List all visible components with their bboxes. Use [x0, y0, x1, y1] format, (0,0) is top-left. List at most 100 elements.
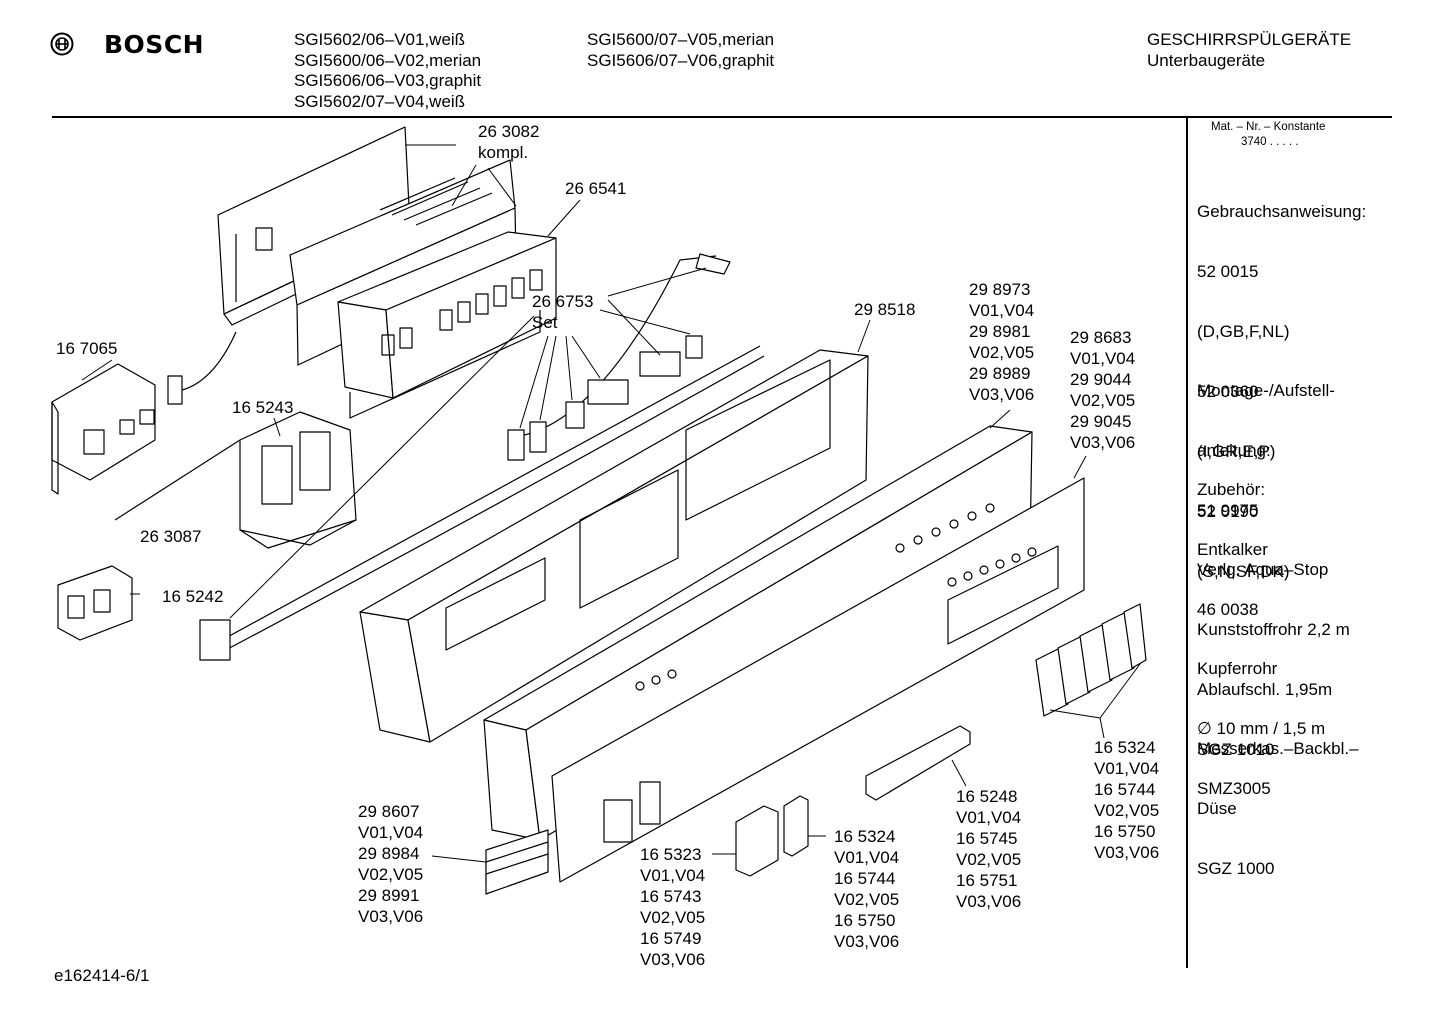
label-line: V02,V05	[834, 890, 900, 909]
label-line: V01,V04	[358, 823, 424, 842]
label-298683: 29 8683 V01,V04 29 9044 V02,V05 29 9045 …	[1070, 327, 1135, 453]
foil-stack	[485, 829, 549, 895]
trim-strip	[865, 725, 971, 801]
sidebar-line: 52 0190	[1197, 502, 1259, 521]
label-line: V01,V04	[969, 301, 1035, 320]
model-line: SGI5606/06–V03,graphit	[294, 71, 482, 90]
label-line: 29 8981	[969, 322, 1031, 341]
model-line: SGI5602/06–V01,weiß	[294, 30, 466, 49]
label-line: 29 8607	[358, 802, 420, 821]
label-line: 26 3087	[140, 527, 202, 546]
label-line: V01,V04	[1070, 349, 1136, 368]
label-line: 16 5324	[1094, 738, 1156, 757]
label-line: 16 5744	[834, 869, 896, 888]
model-line: SGI5600/06–V02,merian	[294, 50, 482, 70]
label-line: 29 8989	[969, 364, 1031, 383]
label-line: 16 5743	[640, 887, 702, 906]
label-line: V03,V06	[969, 385, 1035, 404]
label-line: 16 5751	[956, 871, 1018, 890]
sidebar-line: anleitung:	[1197, 441, 1271, 460]
label-165324-right: 16 5324 V01,V04 16 5744 V02,V05 16 5750 …	[1094, 737, 1159, 863]
label-line: Set	[532, 313, 558, 332]
display-module	[51, 363, 156, 495]
label-line: V02,V05	[1070, 391, 1136, 410]
sidebar-line: Entkalker	[1197, 540, 1268, 559]
label-line: 16 5745	[956, 829, 1018, 848]
sidebar-line: SGZ 1010	[1197, 740, 1275, 759]
label-line: V02,V05	[640, 908, 706, 927]
label-line: V01,V04	[1094, 759, 1160, 778]
label-line: 16 5243	[232, 398, 294, 417]
label-line: 16 5750	[834, 911, 896, 930]
label-line: 29 8984	[358, 844, 420, 863]
label-line: 16 5744	[1094, 780, 1156, 799]
subcategory-title: Unterbaugeräte	[1147, 50, 1266, 70]
label-line: 26 3082	[478, 122, 540, 141]
label-298607: 29 8607 V01,V04 29 8984 V02,V05 29 8991 …	[358, 801, 423, 927]
sidebar-line: ∅ 10 mm / 1,5 m	[1197, 719, 1326, 738]
model-list-2: SGI5600/07–V05,merian SGI5606/07–V06,gra…	[587, 30, 774, 71]
label-line: V02,V05	[358, 865, 424, 884]
label-line: V01,V04	[640, 866, 706, 885]
label-line: V02,V05	[1094, 801, 1160, 820]
label-266753: 26 6753 Set	[532, 291, 593, 333]
sidebar-line: Kunststoffrohr 2,2 m	[1197, 620, 1350, 639]
label-165323: 16 5323 V01,V04 16 5743 V02,V05 16 5749 …	[640, 844, 705, 970]
label-line: V03,V06	[834, 932, 900, 951]
sidebar-line: Düse	[1197, 799, 1237, 818]
label-line: V03,V06	[1094, 843, 1160, 862]
label-line: 26 6753	[532, 292, 594, 311]
label-line: V01,V04	[956, 808, 1022, 827]
sidebar-line: Zubehör:	[1197, 480, 1266, 499]
sidebar-block-zubehoer: Zubehör: Entkalker 46 0038	[1197, 440, 1268, 640]
label-167065: 16 7065	[56, 338, 117, 359]
model-line: SGI5602/07–V04,weiß	[294, 91, 466, 111]
label-263082: 26 3082 kompl.	[478, 121, 539, 163]
model-line: SGI5600/07–V05,merian	[587, 30, 775, 49]
rod	[114, 439, 241, 521]
label-line: V01,V04	[834, 848, 900, 867]
sidebar-line: 51 9975	[1197, 501, 1259, 520]
label-line: 29 8973	[969, 280, 1031, 299]
sidebar-block-kupfer: Kupferrohr ∅ 10 mm / 1,5 m SMZ3005	[1197, 619, 1325, 819]
label-line: V02,V05	[969, 343, 1035, 362]
bosch-logo-icon	[50, 32, 74, 56]
label-165248: 16 5248 V01,V04 16 5745 V02,V05 16 5751 …	[956, 786, 1021, 912]
sidebar-line: SMZ3005	[1197, 779, 1271, 798]
label-298973: 29 8973 V01,V04 29 8981 V02,V05 29 8989 …	[969, 279, 1034, 405]
sidebar-block-gebrauch: Gebrauchsanweisung: 52 0015 (D,GB,F,NL) …	[1197, 162, 1366, 602]
sidebar-line: Messerkas.–Backbl.–	[1197, 739, 1359, 758]
label-165324-mid: 16 5324 V01,V04 16 5744 V02,V05 16 5750 …	[834, 826, 899, 952]
label-line: V02,V05	[956, 850, 1022, 869]
exploded-view-drawing	[51, 126, 1147, 895]
label-298518: 29 8518	[854, 299, 915, 320]
label-line: 16 5324	[834, 827, 896, 846]
label-line: 16 5749	[640, 929, 702, 948]
label-line: kompl.	[478, 143, 529, 162]
button-panel	[337, 231, 557, 419]
model-line: SGI5606/07–V06,graphit	[587, 50, 775, 70]
label-line: 16 5750	[1094, 822, 1156, 841]
label-263087: 26 3087	[140, 526, 201, 547]
label-line: 16 7065	[56, 339, 118, 358]
sidebar-line: 46 0038	[1197, 600, 1259, 619]
label-line: 16 5323	[640, 845, 702, 864]
sidebar-line: Montage-/Aufstell-	[1197, 381, 1335, 400]
label-line: V03,V06	[358, 907, 424, 926]
sidebar-line: Ablaufschl. 1,95m	[1197, 680, 1333, 699]
sidebar-line: 52 0360	[1197, 382, 1259, 401]
sidebar-line: Gebrauchsanweisung:	[1197, 202, 1367, 221]
push-buttons	[735, 795, 809, 877]
konstante-label: Mat. – Nr. – Konstante	[1211, 121, 1326, 133]
brand-name: BOSCH	[104, 30, 205, 59]
sidebar-block-messer: Messerkas.–Backbl.– Düse SGZ 1000	[1197, 699, 1359, 899]
konstante-value: 3740 . . . . .	[1241, 136, 1299, 148]
label-266541: 26 6541	[565, 178, 626, 199]
label-line: 16 5248	[956, 787, 1018, 806]
label-line: 29 8991	[358, 886, 420, 905]
label-line: V03,V06	[956, 892, 1022, 911]
sidebar-block-montage: Montage-/Aufstell- anleitung: 51 9975	[1197, 341, 1335, 541]
category-title: GESCHIRRSPÜLGERÄTE	[1147, 30, 1352, 49]
leader-lines	[81, 144, 1141, 863]
sidebar-line: (S,N,SF,DK)	[1197, 562, 1290, 581]
